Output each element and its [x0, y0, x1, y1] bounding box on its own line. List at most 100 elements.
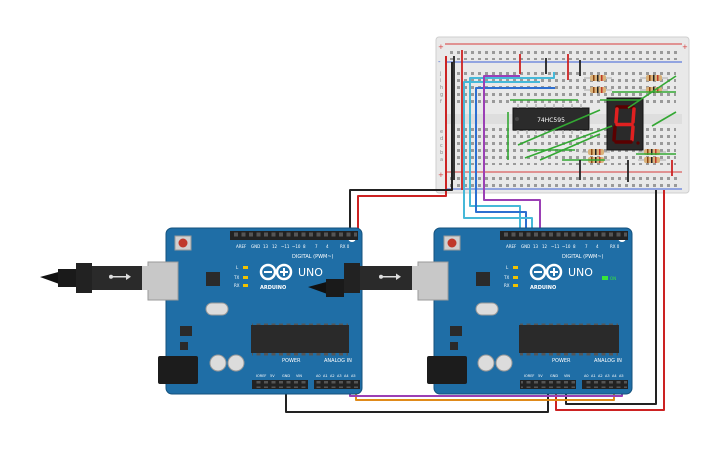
wire[interactable]	[627, 75, 677, 109]
resistor[interactable]	[640, 75, 668, 81]
pin-label: ~11	[281, 244, 290, 249]
pin-label: A1	[591, 374, 596, 378]
pin-label: 8	[573, 244, 576, 249]
pin-label: A4	[612, 374, 617, 378]
pin-label-aref: AREF	[506, 244, 517, 249]
led-on	[602, 276, 608, 280]
board-model: UNO	[568, 266, 593, 279]
power-jack[interactable]	[158, 356, 198, 384]
led-rx	[243, 284, 248, 287]
led-on-label: ON	[610, 276, 616, 281]
segment-e	[612, 125, 617, 142]
usb-icon	[109, 273, 131, 280]
arduino-board-left[interactable]: AREF GND 13 12 ~11 ~10 8 7 4 RX 0 DIGITA…	[147, 227, 363, 395]
power-label: POWER	[282, 358, 301, 364]
row-letter: c	[440, 143, 443, 149]
analog-label: ANALOG IN	[594, 358, 622, 364]
pin-label: A3	[337, 374, 342, 378]
usb-port[interactable]	[147, 261, 179, 301]
resistor[interactable]	[582, 149, 610, 155]
usb-port[interactable]	[417, 261, 449, 301]
digital-label: DIGITAL (PWM~)	[292, 254, 334, 260]
power-label: POWER	[552, 358, 571, 364]
shift-register-ic[interactable]: 74HC595	[512, 104, 590, 134]
display-digit: 4	[625, 159, 626, 161]
row-letter: a	[440, 157, 443, 163]
led-tx-label: TX	[233, 275, 239, 280]
wire[interactable]	[524, 125, 613, 159]
pin-label: ~11	[551, 244, 560, 249]
green-jumpers[interactable]	[507, 75, 677, 161]
digital-label: DIGITAL (PWM~)	[562, 254, 604, 260]
pin-label: 12	[272, 244, 278, 249]
row-letter: f	[440, 99, 442, 105]
segment-c	[630, 125, 635, 142]
wire[interactable]	[357, 56, 447, 236]
pin-label: A2	[330, 374, 335, 378]
arduino-logo	[529, 263, 563, 281]
board-model: UNO	[298, 266, 323, 279]
pin-label: A2	[598, 374, 603, 378]
board-brand: ARDUINO	[530, 285, 556, 291]
led-rx	[513, 284, 518, 287]
segment-dp	[636, 141, 640, 145]
pin-label: 12	[542, 244, 548, 249]
arduino-board-right[interactable]: AREF GND 13 12 ~11 ~10 8 7 4 RX 0 DIGITA…	[417, 227, 633, 395]
row-letter: e	[440, 129, 443, 135]
wire[interactable]	[349, 62, 453, 236]
seven-segment-display[interactable]: 4	[606, 97, 644, 161]
breadboard: + - + + - j i h g f e d c b a	[435, 36, 690, 194]
segment-f	[614, 107, 619, 124]
pin-label: ~10	[562, 244, 571, 249]
pin-label: GND	[550, 374, 558, 378]
usb-cable-left[interactable]	[40, 263, 152, 293]
power-jack[interactable]	[427, 356, 467, 384]
pin-label: A3	[605, 374, 610, 378]
pin-label: 7	[315, 244, 318, 249]
pin-label: 5V	[270, 374, 275, 378]
rail-plus-bottom: +	[438, 171, 444, 179]
led-tx-label: TX	[503, 275, 509, 280]
pin-label-gnd: GND	[521, 244, 530, 249]
led-l	[243, 266, 248, 269]
pin-label: VIN	[296, 374, 302, 378]
pin-label: A0	[316, 374, 321, 378]
row-letter: g	[440, 92, 443, 98]
wire[interactable]	[539, 133, 601, 161]
atmega-chip	[519, 325, 619, 353]
pin-label: A1	[323, 374, 328, 378]
row-letter: j	[439, 71, 441, 77]
pin-label: A5	[619, 374, 624, 378]
wire[interactable]	[475, 87, 555, 236]
rail-minus-top: -	[438, 58, 441, 66]
resistor[interactable]	[584, 87, 612, 93]
row-letters: j i h g f e d c b a	[439, 71, 443, 163]
resistor[interactable]	[584, 75, 612, 81]
pin-label-gnd: GND	[251, 244, 260, 249]
rail-plus-top: +	[438, 43, 444, 51]
segment-b	[631, 107, 636, 124]
pin-label: 4	[326, 244, 329, 249]
wire[interactable]	[483, 75, 541, 236]
pin-label: 5V	[538, 374, 543, 378]
row-letter: i	[440, 78, 441, 84]
reset-button[interactable]	[443, 235, 461, 251]
atmega-chip	[251, 325, 349, 353]
resistor[interactable]	[638, 157, 666, 163]
led-tx	[243, 276, 248, 279]
pin-label: 8	[303, 244, 306, 249]
pin-label: IOREF	[256, 374, 266, 378]
pin-label: RX 0	[610, 244, 620, 249]
reset-button[interactable]	[174, 235, 192, 251]
pin-label: 13	[263, 244, 269, 249]
wire[interactable]	[651, 111, 677, 127]
usb-cable-right[interactable]	[308, 263, 420, 297]
arduino-logo	[259, 263, 293, 281]
analog-label: ANALOG IN	[324, 358, 352, 364]
ic-label: 74HC595	[537, 117, 565, 124]
led-l	[513, 266, 518, 269]
wire[interactable]	[463, 81, 540, 236]
row-letter: h	[440, 85, 443, 91]
wire[interactable]	[517, 109, 601, 146]
